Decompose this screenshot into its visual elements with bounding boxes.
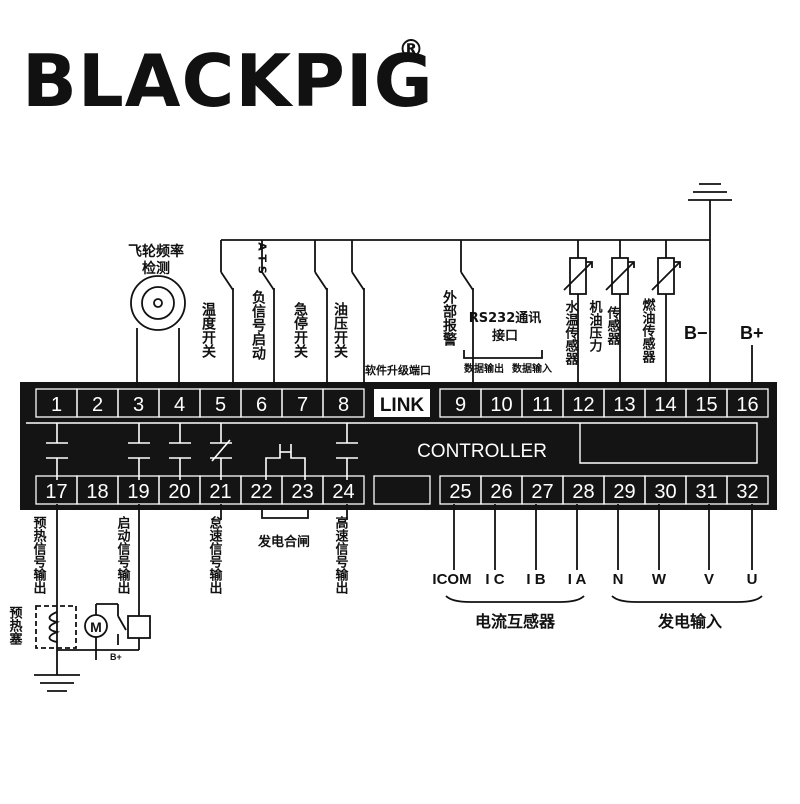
terminal-25: 25 [449, 481, 471, 503]
icom-label: ICOM [432, 571, 471, 588]
temp-switch-label: 温度开关 [200, 302, 216, 359]
terminal-11: 11 [532, 394, 553, 416]
terminal-30: 30 [654, 481, 676, 503]
oil-pressure-switch-label: 油压开关 [332, 301, 348, 359]
w-label: W [652, 571, 667, 588]
load-signal-start-label: 负信号启动 [250, 289, 266, 361]
flywheel-sub-label: 检测 [142, 260, 170, 277]
b-plus-label: B+ [740, 323, 764, 343]
data-input-label: 数据输入 [512, 362, 552, 375]
link-port-box [374, 389, 430, 417]
terminal-16: 16 [736, 394, 758, 416]
brand-logo: BLACKPIG [22, 39, 434, 123]
preheat-plug-label: 预热塞 [7, 606, 23, 646]
external-alarm-label: 外部报警 [441, 289, 457, 347]
terminal-21: 21 [209, 481, 231, 503]
software-upgrade-port-label: 软件升级端口 [365, 363, 431, 377]
terminal-27: 27 [531, 481, 553, 503]
terminal-10: 10 [490, 394, 512, 416]
high-speed-output-label: 高速信号输出 [333, 515, 349, 595]
ic-label: I C [485, 571, 504, 588]
terminal-17: 17 [45, 481, 67, 503]
rs232-title: RS232通讯 [469, 310, 542, 326]
terminal-15: 15 [695, 394, 717, 416]
terminal-31: 31 [695, 481, 717, 503]
terminal-29: 29 [613, 481, 635, 503]
link-port-label: LINK [380, 395, 425, 416]
start-output-label: 启动信号输出 [115, 515, 131, 595]
terminal-28: 28 [572, 481, 594, 503]
data-output-label: 数据输出 [464, 362, 504, 375]
flywheel-label: 飞轮频率 [128, 243, 184, 260]
terminal-1: 1 [51, 394, 62, 416]
terminal-22: 22 [250, 481, 272, 503]
terminal-20: 20 [168, 481, 190, 503]
labels: 飞轮频率 检测 A T S 温度开关 负信号启动 急停开关 油压开关 软件升级端… [7, 242, 764, 662]
ib-label: I B [526, 571, 545, 588]
terminal-8: 8 [338, 394, 349, 416]
controller-label: CONTROLLER [417, 441, 547, 462]
terminal-24-box [322, 475, 365, 505]
terminal-2: 2 [92, 394, 103, 416]
terminal-12: 12 [572, 394, 594, 416]
b-minus-label: B− [684, 323, 708, 343]
fuel-sensor-label: 燃油传感器 [640, 297, 657, 364]
v-label: V [704, 571, 714, 588]
rs232-sub: 接口 [492, 328, 518, 344]
terminal-7: 7 [297, 394, 308, 416]
terminal-32-box [726, 475, 769, 505]
terminal-9: 9 [455, 394, 466, 416]
terminal-26: 26 [490, 481, 512, 503]
terminal-32: 32 [736, 481, 758, 503]
idle-output-label: 怠速信号输出 [207, 515, 223, 595]
registered-mark: ® [398, 35, 424, 65]
oil-pressure-label: 机油压力 [587, 299, 603, 353]
ia-label: I A [568, 571, 587, 588]
preheat-output-label: 预热信号输出 [31, 516, 47, 595]
terminal-13: 13 [613, 394, 635, 416]
motor-symbol: M [90, 619, 102, 635]
ats-label: A T S [256, 242, 269, 274]
bottom-terminal-row: 17 18 19 20 21 22 23 24 25 26 27 28 29 30 31 32 [35, 475, 769, 505]
gen-input-label: 发电输入 [657, 612, 722, 631]
terminal-14: 14 [654, 394, 676, 416]
terminal-18: 18 [86, 481, 108, 503]
blank-bottom-slot [373, 475, 431, 505]
terminal-3: 3 [133, 394, 144, 416]
sensor-label: 传感器 [605, 305, 622, 346]
terminal-6: 6 [256, 394, 267, 416]
terminal-5: 5 [215, 394, 226, 416]
b-plus-small-label: B+ [110, 652, 122, 662]
terminal-4: 4 [174, 394, 185, 416]
terminal-23: 23 [291, 481, 313, 503]
gen-close-label: 发电合闸 [257, 534, 310, 550]
terminal-8-box [322, 388, 365, 418]
terminal-24: 24 [332, 481, 354, 503]
u-label: U [747, 571, 758, 588]
current-transformer-label: 电流互感器 [475, 612, 556, 631]
terminal-16-box [726, 388, 769, 418]
terminal-19: 19 [127, 481, 149, 503]
relay-contacts [46, 423, 358, 480]
external-wiring [34, 183, 763, 692]
estop-switch-label: 急停开关 [292, 301, 308, 359]
n-label: N [613, 571, 624, 588]
water-temp-sensor-label: 水温传感器 [563, 299, 580, 366]
